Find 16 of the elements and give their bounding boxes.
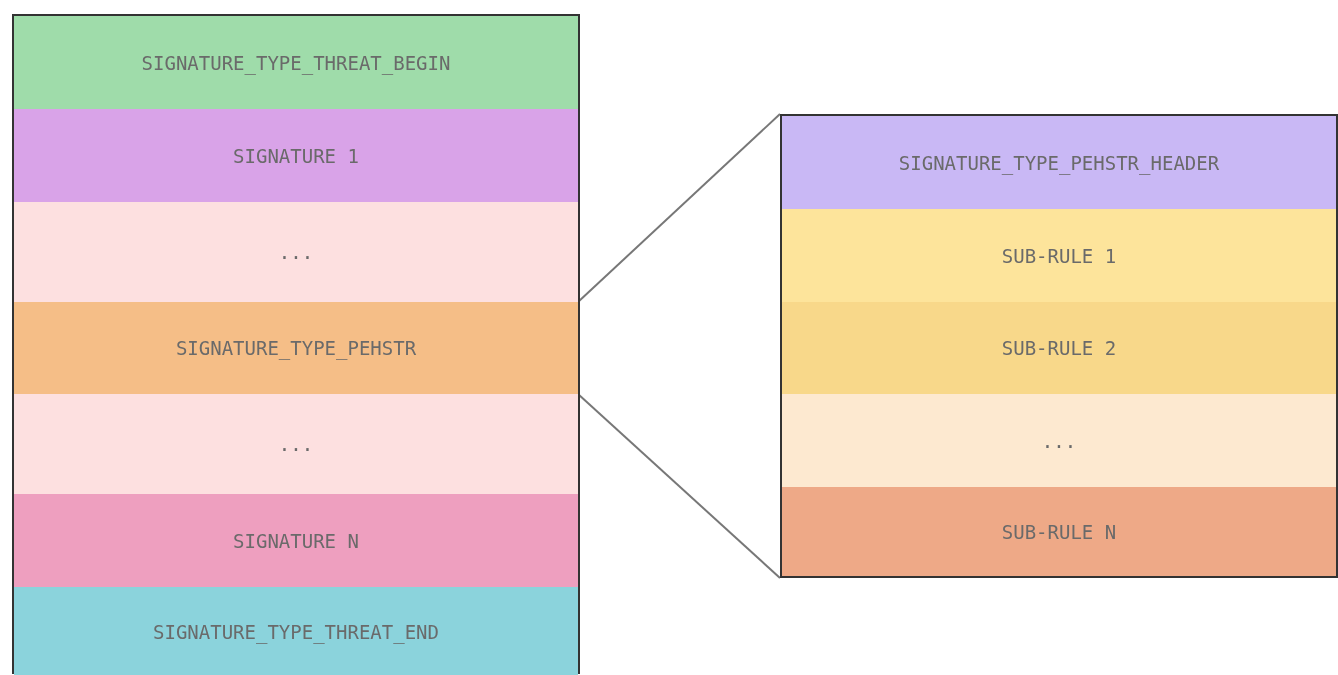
table-row: SUB-RULE 1 xyxy=(782,209,1336,302)
table-row: SIGNATURE_TYPE_PEHSTR_HEADER xyxy=(782,116,1336,209)
table-row: ... xyxy=(14,202,578,302)
table-row: SIGNATURE 1 xyxy=(14,109,578,202)
table-row: SIGNATURE_TYPE_PEHSTR xyxy=(14,302,578,394)
table-row: SIGNATURE N xyxy=(14,494,578,587)
table-row: SIGNATURE_TYPE_THREAT_END xyxy=(14,587,578,675)
zoom-line xyxy=(577,113,781,303)
zoom-line xyxy=(577,393,781,579)
table-row: ... xyxy=(14,394,578,494)
table-row: SUB-RULE N xyxy=(782,487,1336,576)
table-row: ... xyxy=(782,394,1336,487)
table-frame xyxy=(12,14,580,674)
table-row: SUB-RULE 2 xyxy=(782,302,1336,394)
table-row: SIGNATURE_TYPE_THREAT_BEGIN xyxy=(14,16,578,109)
table-frame xyxy=(780,114,1338,578)
